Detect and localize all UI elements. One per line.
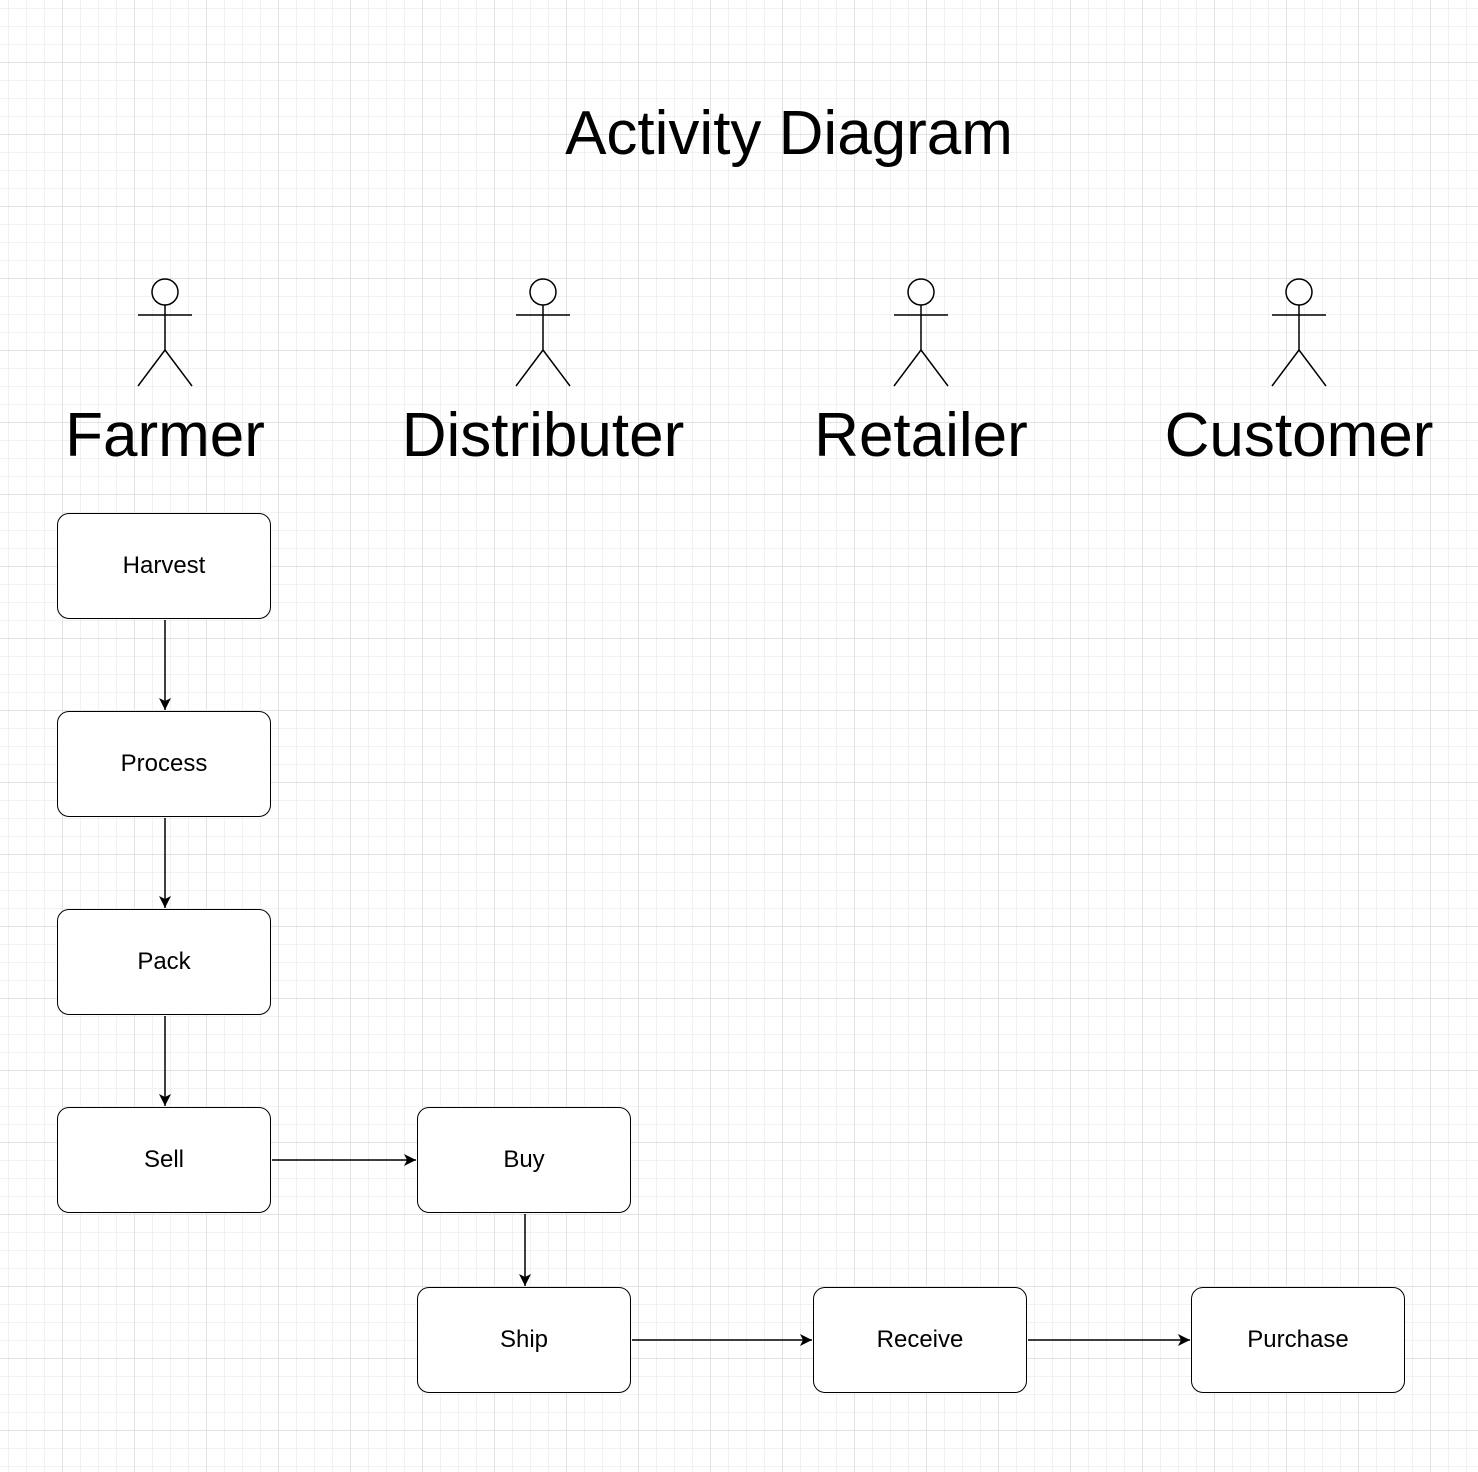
activity-pack-label: Pack: [137, 948, 191, 975]
activity-purchase-label: Purchase: [1247, 1326, 1349, 1353]
activity-ship[interactable]: Ship: [417, 1287, 631, 1393]
activity-process-label: Process: [120, 750, 208, 777]
retailer-actor-label[interactable]: Retailer: [814, 401, 1028, 470]
distributer-actor-label[interactable]: Distributer: [401, 401, 685, 470]
diagram-title: Activity Diagram: [565, 99, 1013, 168]
activity-purchase[interactable]: Purchase: [1191, 1287, 1405, 1393]
activity-sell[interactable]: Sell: [57, 1107, 271, 1213]
farmer-actor-icon[interactable]: [135, 276, 195, 390]
activity-harvest[interactable]: Harvest: [57, 513, 271, 619]
distributer-actor-icon[interactable]: [513, 276, 573, 390]
activity-sell-label: Sell: [143, 1146, 185, 1173]
activity-buy[interactable]: Buy: [417, 1107, 631, 1213]
activity-harvest-label: Harvest: [122, 552, 206, 579]
customer-actor-label[interactable]: Customer: [1164, 401, 1434, 470]
activity-receive-label: Receive: [876, 1326, 964, 1353]
activity-buy-label: Buy: [503, 1146, 545, 1173]
retailer-actor-icon[interactable]: [891, 276, 951, 390]
activity-ship-label: Ship: [499, 1326, 549, 1353]
activity-receive[interactable]: Receive: [813, 1287, 1027, 1393]
customer-actor-icon[interactable]: [1269, 276, 1329, 390]
activity-pack[interactable]: Pack: [57, 909, 271, 1015]
activity-process[interactable]: Process: [57, 711, 271, 817]
farmer-actor-label[interactable]: Farmer: [65, 401, 265, 470]
